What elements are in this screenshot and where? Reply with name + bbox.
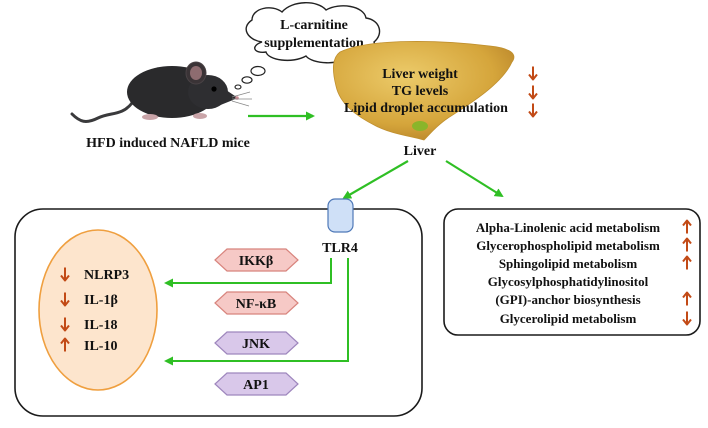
metabolism-item-4: Glycosylphosphatidylinositol [488,274,649,289]
cytokine-il10: IL-10 [84,339,117,354]
thought-dot-medium [241,76,253,84]
mouse-front-foot [193,113,207,119]
liver-effect-2: TG levels [392,84,449,99]
signal-ap1-label: AP1 [243,378,269,393]
tlr4-to-cytokines-lower-arrow [164,258,349,366]
cytokine-arrow-3-down-icon [60,317,70,332]
metabolism-item-6: Glycerolipid metabolism [500,311,637,326]
thought-text-line-1: L-carnitine [280,18,348,33]
cytokine-arrow-2-down-icon [60,292,70,307]
signal-jnk-shape [214,331,299,355]
metabolism-item-1: Alpha-Linolenic acid metabolism [476,220,660,235]
mouse-back-foot [142,114,158,120]
liver-to-metabolism-arrow [445,160,504,198]
mouse-eye [211,86,217,92]
signal-nfkb-shape [214,291,299,315]
metabolism-arrow-2-up-icon [682,237,692,252]
metabolism-item-2: Glycerophospholipid metabolism [476,238,660,253]
thought-text-line-2: supplementation [264,36,364,51]
liver-to-inflammation-arrow [342,160,409,200]
cytokine-arrow-4-up-icon [60,337,70,352]
metabolism-arrow-1-up-icon [682,219,692,234]
liver-effect-arrow-2-down-icon [528,85,538,100]
cytokine-nlrp3: NLRP3 [84,268,129,283]
liver-effect-arrow-1-down-icon [528,66,538,81]
metabolism-item-5: (GPI)-anchor biosynthesis [495,292,640,307]
liver-effect-1: Liver weight [382,67,458,82]
signal-ap1: AP1 [214,372,299,396]
cytokine-il1b: IL-1β [84,293,118,308]
mouse-ear-inner [190,66,202,80]
metabolism-arrow-5-up-icon [682,291,692,306]
signal-ikkb-shape [214,248,299,272]
thought-bubble: L-carnitine supplementation [234,2,381,90]
mouse-whiskers [231,91,252,107]
tlr4-receptor [327,198,354,233]
signal-nfkb-label: NF-κB [236,297,276,312]
mouse-label: HFD induced NAFLD mice [86,136,250,151]
thought-cloud [245,2,381,64]
liver-effect-arrow-3-down-icon [528,103,538,118]
signal-ikkb: IKKβ [214,248,299,272]
signal-ap1-shape [214,372,299,396]
metabolism-arrows [682,219,692,326]
liver-effect-arrows [528,66,538,118]
tlr4-label: TLR4 [322,241,358,256]
metabolism-panel [443,208,701,336]
thought-dot-small [234,84,242,90]
signal-jnk: JNK [214,331,299,355]
cytokine-il18: IL-18 [84,318,117,333]
thought-dot-large [250,65,266,77]
mouse-snout [218,86,238,106]
mouse-tail [70,101,134,123]
signal-ikkb-label: IKKβ [239,254,274,269]
signal-jnk-label: JNK [242,337,270,352]
cytokine-arrow-1-down-icon [60,267,70,282]
metabolism-arrow-6-down-icon [682,311,692,326]
tlr4-to-cytokines-upper-arrow [164,258,332,288]
metabolism-item-3: Sphingolipid metabolism [499,256,638,271]
liver-label: Liver [404,144,437,159]
liver-shape [332,41,515,141]
gallbladder [412,121,428,131]
mouse-illustration [70,61,252,123]
metabolism-arrow-3-up-icon [682,255,692,270]
cytokine-ellipse [38,229,158,391]
signal-nfkb: NF-κB [214,291,299,315]
cytokine-arrows [60,267,70,352]
liver-illustration [332,41,515,141]
liver-effect-3: Lipid droplet accumulation [344,101,508,116]
